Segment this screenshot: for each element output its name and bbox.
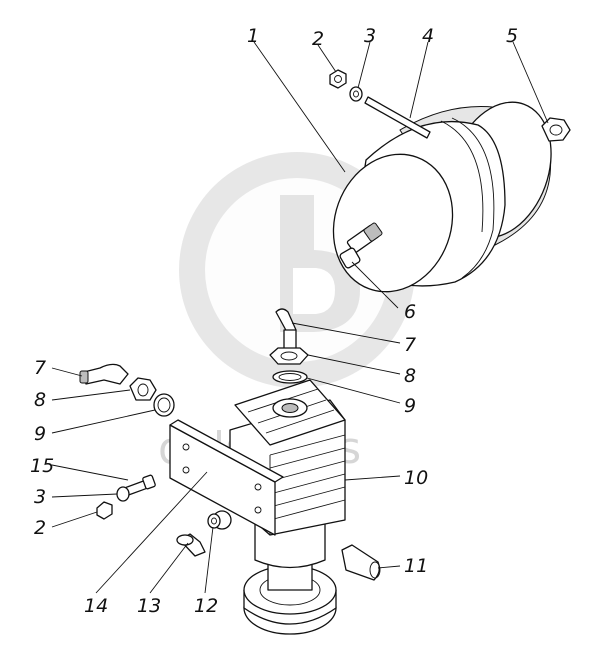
callout-3-left: 3 <box>34 486 46 508</box>
washer-3-left <box>116 486 130 502</box>
washer-3-top <box>349 86 363 102</box>
plug-11 <box>341 544 381 581</box>
callout-2-top: 2 <box>312 28 324 50</box>
callout-15: 15 <box>30 455 54 477</box>
callout-2-left: 2 <box>34 517 46 539</box>
callout-4: 4 <box>422 25 434 47</box>
callout-7-right: 7 <box>404 334 416 356</box>
fitting-7-left <box>79 363 129 385</box>
tube-4 <box>364 96 431 139</box>
callout-5: 5 <box>506 25 518 47</box>
callout-3-top: 3 <box>364 25 376 47</box>
callout-7-left: 7 <box>34 357 46 379</box>
nut-2-left <box>96 501 113 520</box>
leader-lines <box>51 41 549 594</box>
bolt-13 <box>176 533 206 557</box>
bracket-14 <box>169 419 284 536</box>
seal-9-left <box>153 393 175 417</box>
callout-9-right: 9 <box>404 395 416 417</box>
callout-1: 1 <box>247 25 259 47</box>
washer-12 <box>207 513 221 529</box>
callout-10: 10 <box>404 467 428 489</box>
callout-11: 11 <box>404 555 428 577</box>
plug-5 <box>541 117 571 142</box>
seal-9-top <box>272 370 308 384</box>
compressor-10 <box>212 379 346 635</box>
nut-8-left <box>129 377 157 401</box>
callout-8-right: 8 <box>404 365 416 387</box>
callout-6: 6 <box>404 301 416 323</box>
callout-12: 12 <box>194 595 218 617</box>
callout-14: 14 <box>84 595 108 617</box>
nut-2-top <box>329 69 347 89</box>
air-tank-1 <box>332 101 552 293</box>
callout-13: 13 <box>137 595 161 617</box>
nut-8-top <box>269 347 309 365</box>
callout-9-left: 9 <box>34 423 46 445</box>
callout-8-left: 8 <box>34 389 46 411</box>
